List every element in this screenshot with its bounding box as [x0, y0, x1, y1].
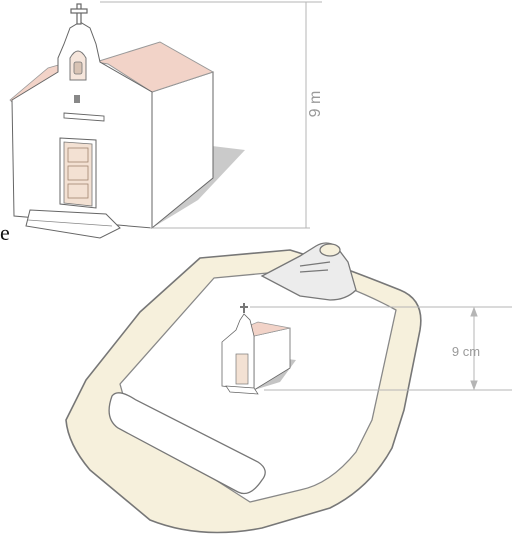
cross-icon: [71, 4, 87, 24]
chapel-door: [60, 138, 96, 208]
edge-text-fragment: e: [0, 220, 10, 245]
large-chapel: [10, 4, 245, 238]
chapel-steps: [26, 210, 120, 238]
small-height-label: 9 cm: [452, 344, 480, 359]
bell-icon: [74, 62, 82, 74]
small-chapel-door: [236, 354, 248, 384]
chapel-window: [74, 95, 80, 103]
large-height-label: 9 m: [307, 91, 324, 118]
